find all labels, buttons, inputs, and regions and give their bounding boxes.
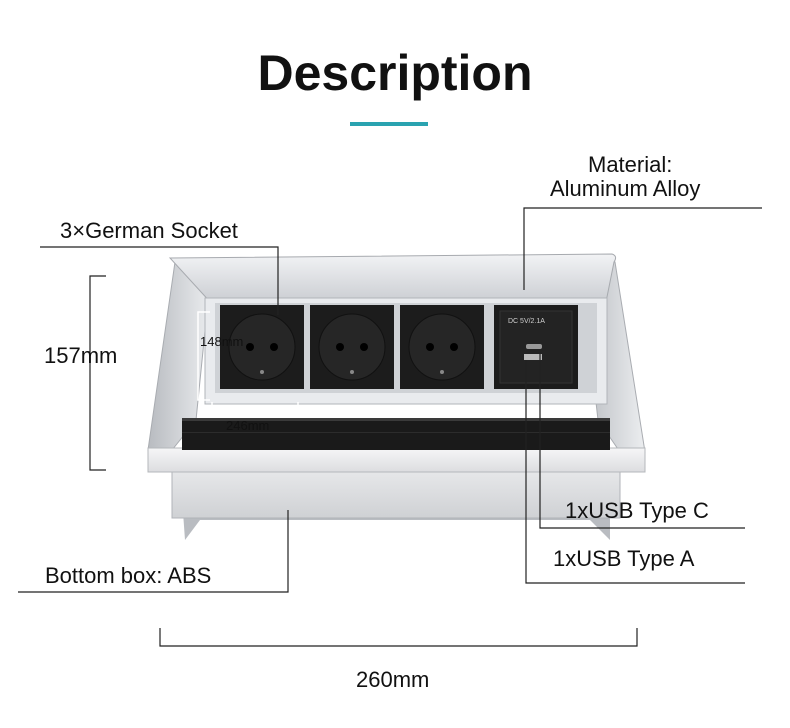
- usb-a-port: [524, 354, 542, 360]
- socket-width-guide: [211, 402, 299, 409]
- german-socket-leader: [40, 246, 279, 315]
- socket-height-guide: [197, 311, 210, 401]
- socket-width-label: 246mm: [226, 418, 270, 433]
- total-width-label: 260mm: [356, 667, 430, 692]
- width-bracket: [159, 628, 638, 647]
- usb-c-port: [526, 344, 542, 349]
- bottom-box-label: Bottom box: ABS: [45, 563, 212, 588]
- bottom-box-leader: [18, 510, 289, 593]
- usb-a-label: 1xUSB Type A: [553, 546, 695, 571]
- material-leader: [523, 207, 762, 290]
- brush-strip: [182, 418, 610, 450]
- page-title: Description: [257, 45, 533, 101]
- title-underline: [350, 122, 428, 126]
- usb-a-leader: [525, 360, 745, 584]
- german-socket-label: 3×German Socket: [60, 218, 238, 243]
- german-socket-1: [220, 305, 304, 389]
- socket-height-label: 148mm: [200, 334, 244, 349]
- usb-module: [494, 305, 578, 389]
- german-socket-2: [310, 305, 394, 389]
- usb-c-label: 1xUSB Type C: [565, 498, 709, 523]
- socket-panel: [215, 303, 597, 393]
- material-label-line2: Aluminum Alloy: [550, 176, 701, 201]
- front-face: [147, 447, 646, 473]
- usb-c-leader: [539, 352, 745, 529]
- german-socket-3: [400, 305, 484, 389]
- height-bracket: [89, 275, 106, 471]
- height-label: 157mm: [44, 343, 118, 368]
- bottom-box: [171, 469, 621, 540]
- usb-rating-text: DC 5V/2.1A: [508, 318, 545, 325]
- material-label-line1: Material:: [588, 152, 673, 177]
